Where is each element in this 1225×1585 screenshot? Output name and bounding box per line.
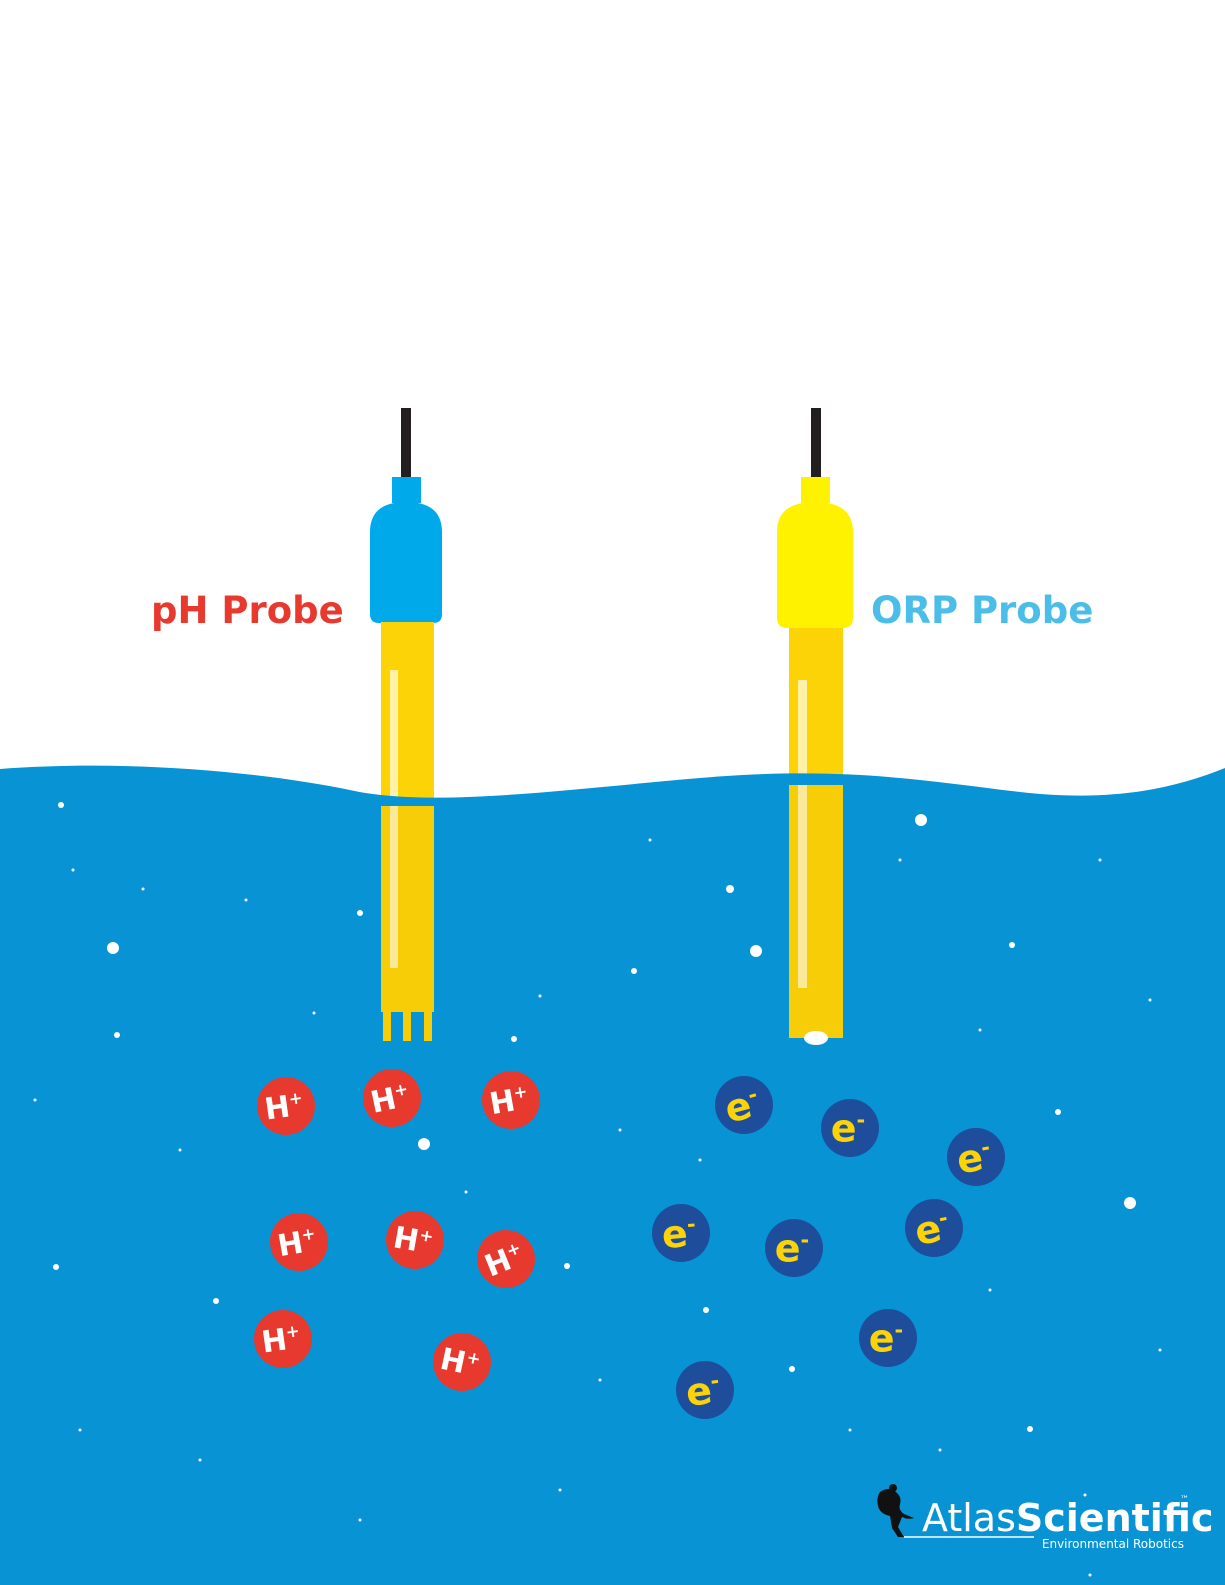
orp-probe-submerged-highlight xyxy=(798,785,807,988)
bubble xyxy=(939,1449,942,1452)
electron: e- xyxy=(859,1309,917,1367)
ph-probe-cap xyxy=(370,502,442,623)
hydrogen-ion: H+ xyxy=(257,1077,315,1135)
bubble xyxy=(53,1264,59,1270)
ph-probe-submerged-body xyxy=(381,806,434,1012)
electron: e- xyxy=(765,1219,823,1277)
brand-name-atlas: Atlas xyxy=(922,1496,1016,1540)
bubble xyxy=(107,942,119,954)
hydrogen-ion: H+ xyxy=(482,1071,540,1129)
hydrogen-ion: H+ xyxy=(477,1230,535,1288)
bubble xyxy=(245,899,248,902)
water xyxy=(0,766,1225,1585)
orp-probe-sensor-tip xyxy=(804,1031,828,1045)
bubble xyxy=(465,1191,468,1194)
bubble xyxy=(418,1138,430,1150)
bubble xyxy=(511,1036,517,1042)
bubble xyxy=(1159,1349,1162,1352)
bubble xyxy=(199,1459,202,1462)
electron: e- xyxy=(821,1099,879,1157)
ph-probe-neck xyxy=(392,477,421,503)
bubble xyxy=(213,1298,219,1304)
bubble xyxy=(79,1429,82,1432)
bubble xyxy=(989,1289,992,1292)
bubble xyxy=(359,1519,362,1522)
bubble xyxy=(979,1029,982,1032)
electron: e- xyxy=(652,1204,710,1262)
hydrogen-ion: H+ xyxy=(363,1069,421,1127)
bubble xyxy=(1027,1426,1033,1432)
hydrogen-ion: H+ xyxy=(386,1211,444,1269)
bubble xyxy=(313,1012,316,1015)
bubble xyxy=(599,1379,602,1382)
bubble xyxy=(1055,1109,1061,1115)
ph-probe-cable xyxy=(401,408,411,478)
orp-probe-neck xyxy=(801,477,830,503)
ph-probe-submerged-highlight xyxy=(390,806,398,968)
bubble xyxy=(114,1032,120,1038)
electron: e- xyxy=(715,1076,773,1134)
bubble xyxy=(1149,999,1152,1002)
bubble xyxy=(699,1159,702,1162)
orp-probe-submerged-body xyxy=(789,785,843,1038)
bubble xyxy=(34,1099,37,1102)
bubble xyxy=(915,814,927,826)
bubble xyxy=(899,859,902,862)
bubble xyxy=(849,1429,852,1432)
bubble xyxy=(1009,942,1015,948)
ph-probe-tip-left xyxy=(383,1011,391,1041)
bubble xyxy=(750,945,762,957)
bubble xyxy=(559,1489,562,1492)
orp-probe-cable xyxy=(811,408,821,478)
bubble xyxy=(726,885,734,893)
brand-name: AtlasScientific xyxy=(922,1496,1214,1540)
ph-probe-tip-middle xyxy=(403,1011,411,1041)
bubble xyxy=(58,802,64,808)
electron: e- xyxy=(676,1361,734,1419)
ph-probe-submerged xyxy=(381,806,434,1041)
brand-trademark: ™ xyxy=(1180,1495,1189,1505)
bubble xyxy=(789,1366,795,1372)
electron: e- xyxy=(905,1199,963,1257)
hydrogen-ion: H+ xyxy=(270,1213,328,1271)
orp-probe-label: ORP Probe xyxy=(871,589,1093,632)
bubble xyxy=(619,1129,622,1132)
hydrogen-ion: H+ xyxy=(433,1333,491,1391)
bubble xyxy=(1089,1574,1092,1577)
bubble xyxy=(703,1307,709,1313)
hydrogen-ion: H+ xyxy=(254,1310,312,1368)
ph-probe-label: pH Probe xyxy=(151,589,344,632)
bubble xyxy=(631,968,637,974)
orp-probe-cap xyxy=(777,502,853,628)
bubble xyxy=(357,910,363,916)
bubble xyxy=(142,888,145,891)
bubble xyxy=(72,869,75,872)
orp-probe-submerged xyxy=(789,785,843,1045)
bubble xyxy=(179,1149,182,1152)
brand-tagline: Environmental Robotics xyxy=(1042,1537,1184,1551)
bubble xyxy=(539,995,542,998)
ph-probe-tip-right xyxy=(424,1011,432,1041)
bubble xyxy=(649,839,652,842)
electron: e- xyxy=(947,1128,1005,1186)
bubble xyxy=(564,1263,570,1269)
bubble xyxy=(1124,1197,1136,1209)
bubble xyxy=(1099,859,1102,862)
